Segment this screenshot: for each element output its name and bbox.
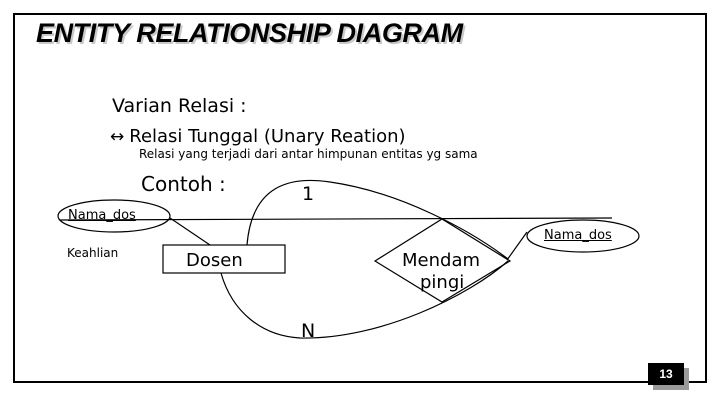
relationship-curve-one [246, 179, 509, 260]
left-right-arrow-icon: ↔ [110, 127, 125, 147]
entity-label: Dosen [186, 250, 243, 271]
example-label: Contoh : [141, 172, 226, 196]
attribute-ellipse-right[interactable] [526, 219, 640, 253]
cardinality-one-label: 1 [302, 183, 315, 205]
page-title: ENTITY RELATIONSHIP DIAGRAM [36, 18, 463, 48]
attribute-right-label: Nama_dos [544, 228, 612, 243]
connector-attribute-left-to-entity [169, 217, 211, 246]
cardinality-many-label: N [301, 320, 316, 342]
section-heading: Varian Relasi : [112, 95, 247, 117]
relationship-diamond-mendampingi[interactable] [373, 218, 512, 303]
connector-attribute-right-to-relationship [506, 231, 528, 261]
entity-rectangle-dosen[interactable] [162, 244, 286, 274]
attribute-ellipse-left[interactable] [57, 199, 171, 233]
page-number-badge: 13 [648, 363, 684, 385]
relationship-curve-many [220, 260, 509, 339]
relationship-label-line2: pingi [420, 272, 465, 293]
horizontal-connector-line [59, 217, 613, 221]
bullet-item-unary: ↔Relasi Tunggal (Unary Reation) [110, 126, 406, 147]
relationship-label-line1: Mendam [402, 250, 481, 271]
attribute-left-label: Nama_dos [68, 208, 136, 223]
bullet-item-label: Relasi Tunggal (Unary Reation) [129, 126, 406, 147]
slide-frame [13, 13, 707, 383]
attribute-keahlian-label: Keahlian [67, 246, 119, 260]
bullet-description: Relasi yang terjadi dari antar himpunan … [139, 147, 478, 161]
